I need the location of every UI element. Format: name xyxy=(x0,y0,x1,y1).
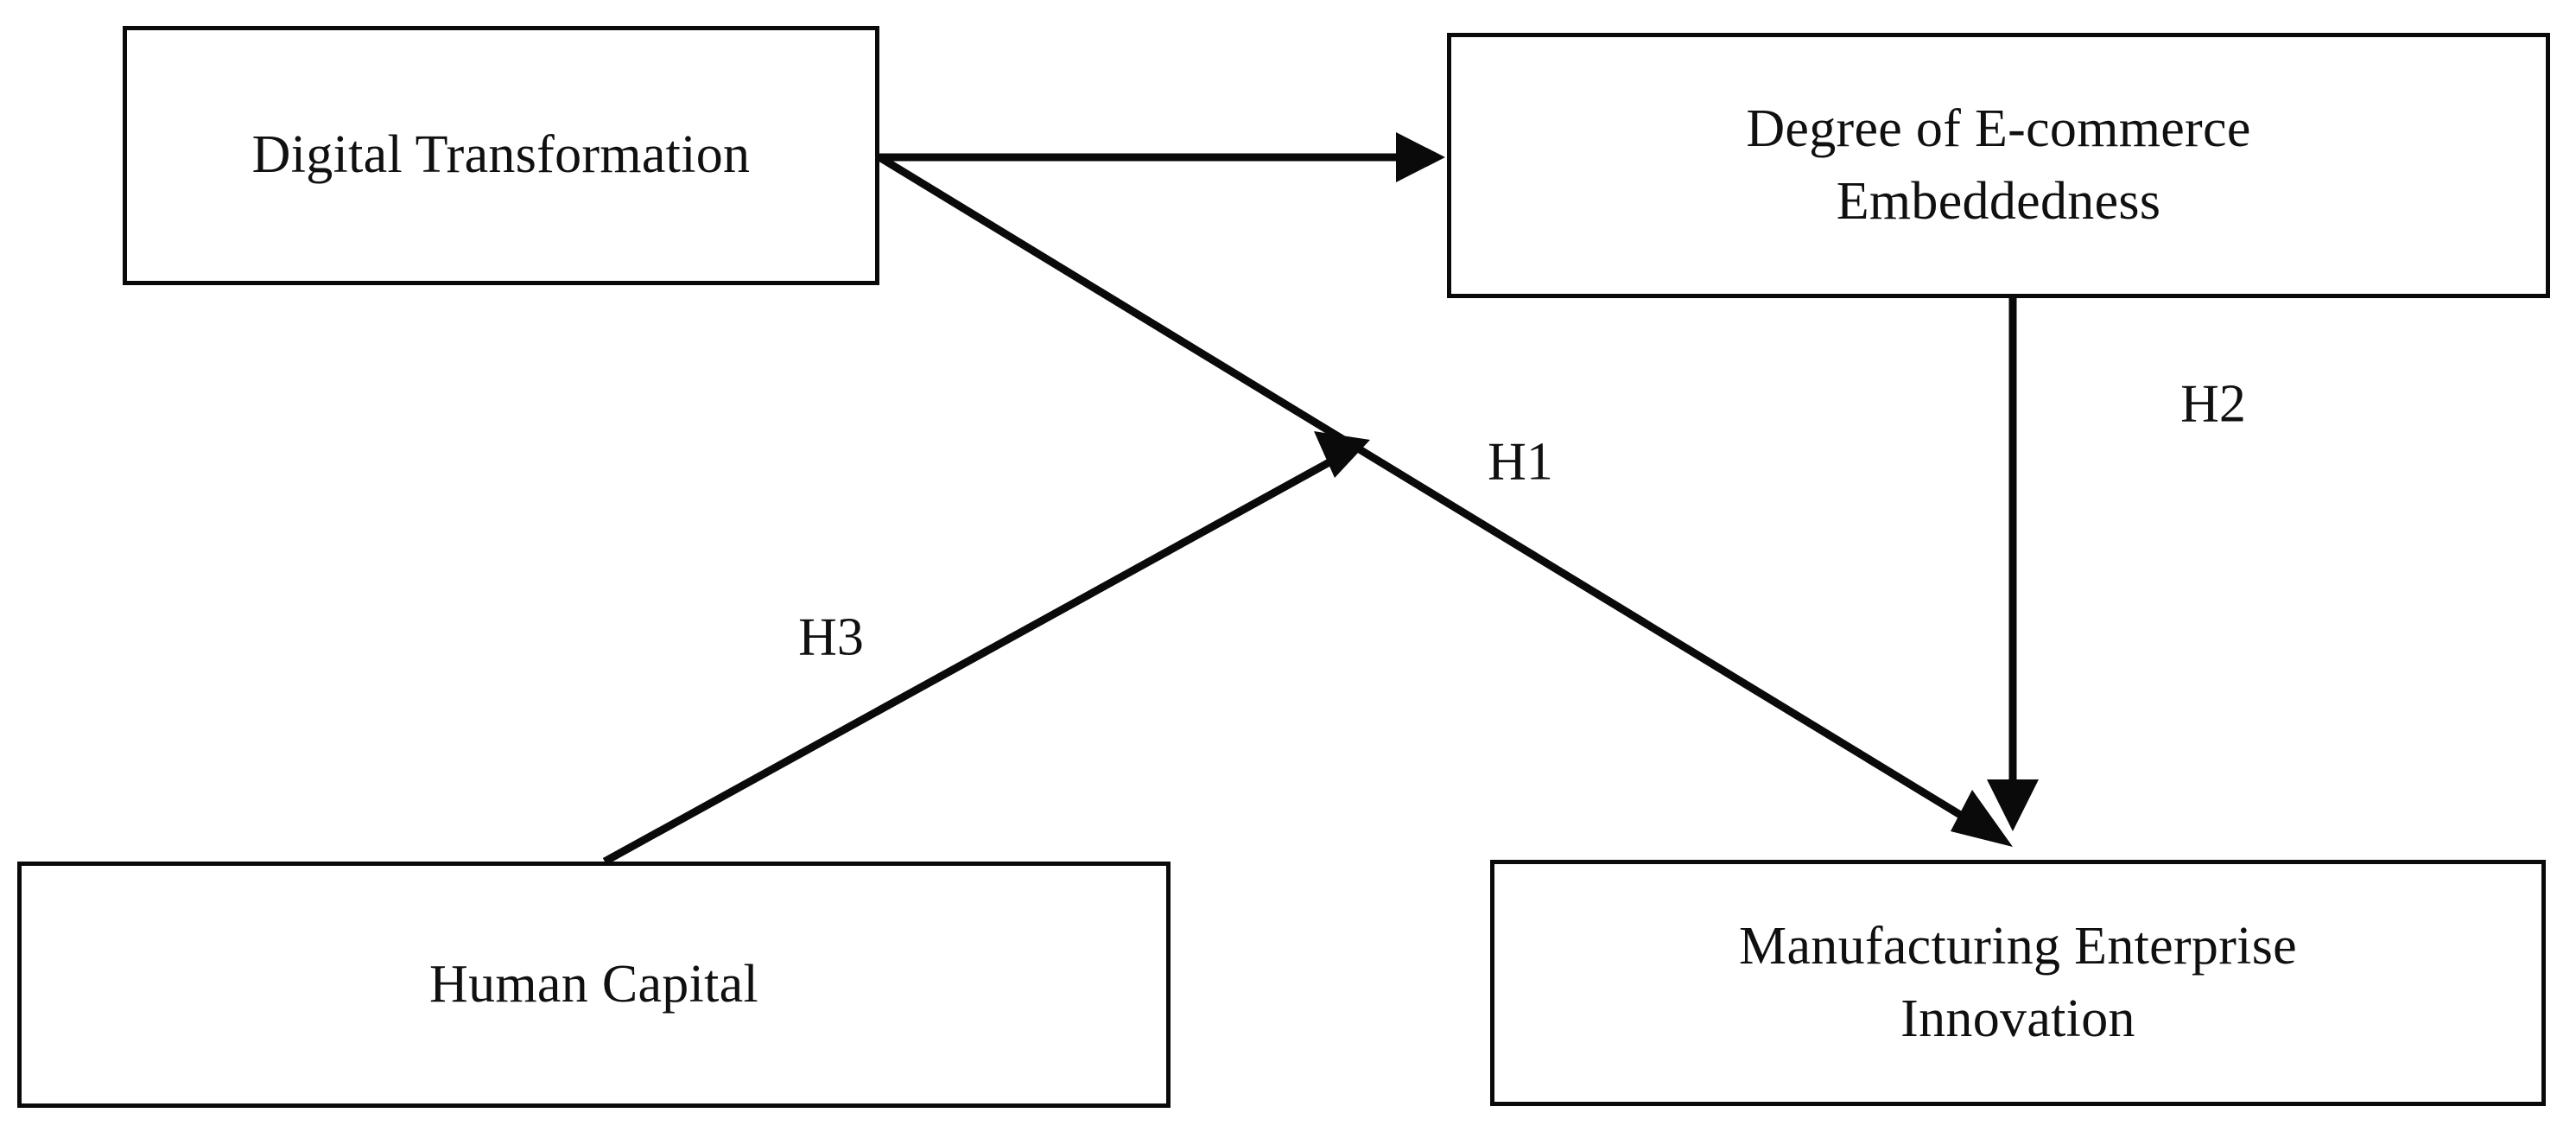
hypothesis-label-h3: H3 xyxy=(798,607,864,667)
node-label-manufacturing-enterprise-innovation: Manufacturing Enterprise Innovation xyxy=(1739,916,2297,1048)
edge-dt-to-ecommerce xyxy=(879,132,1445,182)
node-manufacturing-enterprise-innovation[interactable]: Manufacturing Enterprise Innovation xyxy=(1490,860,2546,1106)
node-label-ecommerce-embeddedness: Degree of E-commerce Embeddedness xyxy=(1746,99,2251,231)
node-ecommerce-embeddedness[interactable]: Degree of E-commerce Embeddedness xyxy=(1447,33,2550,298)
node-label-human-capital: Human Capital xyxy=(429,954,758,1014)
edge-ecommerce-to-innovation xyxy=(1987,298,2039,831)
hypothesis-label-h1: H1 xyxy=(1488,432,1553,492)
hypothesis-label-h2: H2 xyxy=(2180,374,2246,434)
edge-human-capital-to-h1-path xyxy=(602,431,1370,865)
node-human-capital[interactable]: Human Capital xyxy=(17,862,1171,1108)
node-label-digital-transformation: Digital Transformation xyxy=(251,125,751,185)
node-digital-transformation[interactable]: Digital Transformation xyxy=(123,26,879,285)
